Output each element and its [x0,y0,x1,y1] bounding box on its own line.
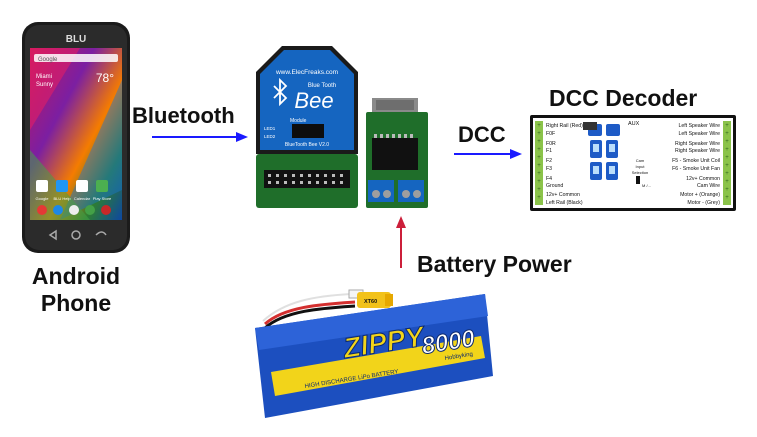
svg-text:+: + [725,163,729,169]
phone-temperature: 78° [96,71,114,85]
decoder-label: F4 [546,176,552,182]
decoder-label: Left Speaker Wire [678,123,720,129]
phone-app-label: BLU Help [53,196,71,201]
svg-text:+: + [537,131,541,137]
phone-brand: BLU [66,34,87,45]
decoder-label: F5 - Smoke Unit Coil [672,158,720,164]
bluetooth-arrow [152,132,248,142]
svg-text:+: + [725,139,729,145]
svg-text:+: + [725,123,729,129]
decoder-label: F2 [546,158,552,164]
svg-text:+: + [725,179,729,185]
battery-power-label: Battery Power [417,251,572,277]
svg-text:+: + [537,187,541,193]
svg-text:+: + [725,131,729,137]
xt60-connector [357,292,393,308]
battery-connector-text: XT60 [364,299,377,305]
decoder-label: F1 [546,148,552,154]
bee-url: www.ElecFreaks.com [275,69,338,76]
decoder-right-labels: Left Speaker Wire Left Speaker Wire Righ… [672,123,720,206]
phone-app-label: Google [36,196,50,201]
phone-app-label: Calendar [74,196,91,201]
android-phone-image: BLU Google 78° Miami Sunny Google BLU He… [22,22,130,253]
phone-search: Google [38,57,58,63]
bluetooth-logo-icon [273,77,288,107]
left-terminals [535,121,543,205]
bee-side-label: LED1 [264,126,276,131]
svg-text:+: + [725,187,729,193]
bluetooth-bee-board-image: www.ElecFreaks.com Blue Tooth Bee Module… [256,46,358,208]
lipo-battery-image: ZIPPY 8000 HIGH DISCHARGE LiPo BATTERY H… [255,289,493,418]
phone-dock [37,205,111,215]
bee-side-label: LED2 [264,134,276,139]
dcc-decoder-board: + + + + + + + + + + + + + + + + + + + + Right Rail… [530,115,736,211]
svg-text:+: + [725,155,729,161]
android-label-line1: Android [31,263,121,289]
blue-jumpers [588,124,620,180]
svg-text:Cam: Cam [636,158,645,163]
battery-power-arrow [396,216,406,268]
bluetooth-label: Bluetooth [132,103,235,128]
svg-text:+: + [537,139,541,145]
decoder-label: F0R [546,141,556,147]
decoder-label: Motor + (Orange) [680,192,720,198]
svg-text:+: + [725,195,729,201]
switch-text: M /... [642,183,651,188]
decoder-label: F0F [546,131,555,137]
decoder-left-labels: Right Rail (Red) F0F F0R F1 F2 F3 F4 Gro… [546,123,583,206]
cam-input-text: Cam Input Selection [632,158,648,175]
decoder-label: Cam Wire [697,183,720,189]
decoder-label: Motor - (Grey) [687,200,720,206]
svg-text:Selection: Selection [632,170,648,175]
battery-maker: Hobbyking [444,352,473,362]
svg-text:+: + [725,147,729,153]
phone-app-label: Play Store [93,196,112,201]
aux-label: AUX [628,121,640,127]
dcc-arrow [454,149,522,159]
android-label-line2: Phone [40,290,112,316]
svg-text:+: + [537,155,541,161]
decoder-label: F3 [546,166,552,172]
dcc-decoder-title: DCC Decoder [549,85,698,111]
right-terminals [723,121,731,205]
decoder-label: F6 - Smoke Unit Fan [672,166,720,172]
svg-text:Input: Input [636,164,646,169]
decoder-label: Left Speaker Wire [678,131,720,137]
phone-weather-condition: Sunny [36,82,53,88]
decoder-label: 12v+ Common [686,176,720,182]
svg-text:+: + [537,171,541,177]
header-pins [264,170,350,188]
phone-nav-buttons [48,229,107,241]
phone-weather-city: Miami [36,74,52,80]
svg-text:+: + [537,123,541,129]
decoder-label: Left Rail (Black) [546,200,583,206]
decoder-label: Right Speaker Wire [675,141,720,147]
svg-text:+: + [537,147,541,153]
decoder-label: Right Speaker Wire [675,148,720,154]
decoder-label: 12v+ Common [546,192,580,198]
svg-text:+: + [537,163,541,169]
dcc-label: DCC [458,122,506,147]
bee-module-text: Module [290,118,307,124]
svg-text:+: + [725,171,729,177]
bee-word2: Bee [294,88,333,113]
decoder-label: Ground [546,183,563,189]
svg-text:+: + [537,179,541,185]
bee-word1: Blue Tooth [308,83,336,89]
android-label: Android Phone [14,263,138,317]
bee-model: BlueTooth Bee V2.0 [285,142,329,148]
battery-leads [262,289,364,330]
svg-text:+: + [537,195,541,201]
phone-app-row: Google BLU Help Calendar Play Store [36,180,112,201]
dcc-driver-board-image [366,98,428,208]
decoder-label: Right Rail (Red) [546,123,583,129]
